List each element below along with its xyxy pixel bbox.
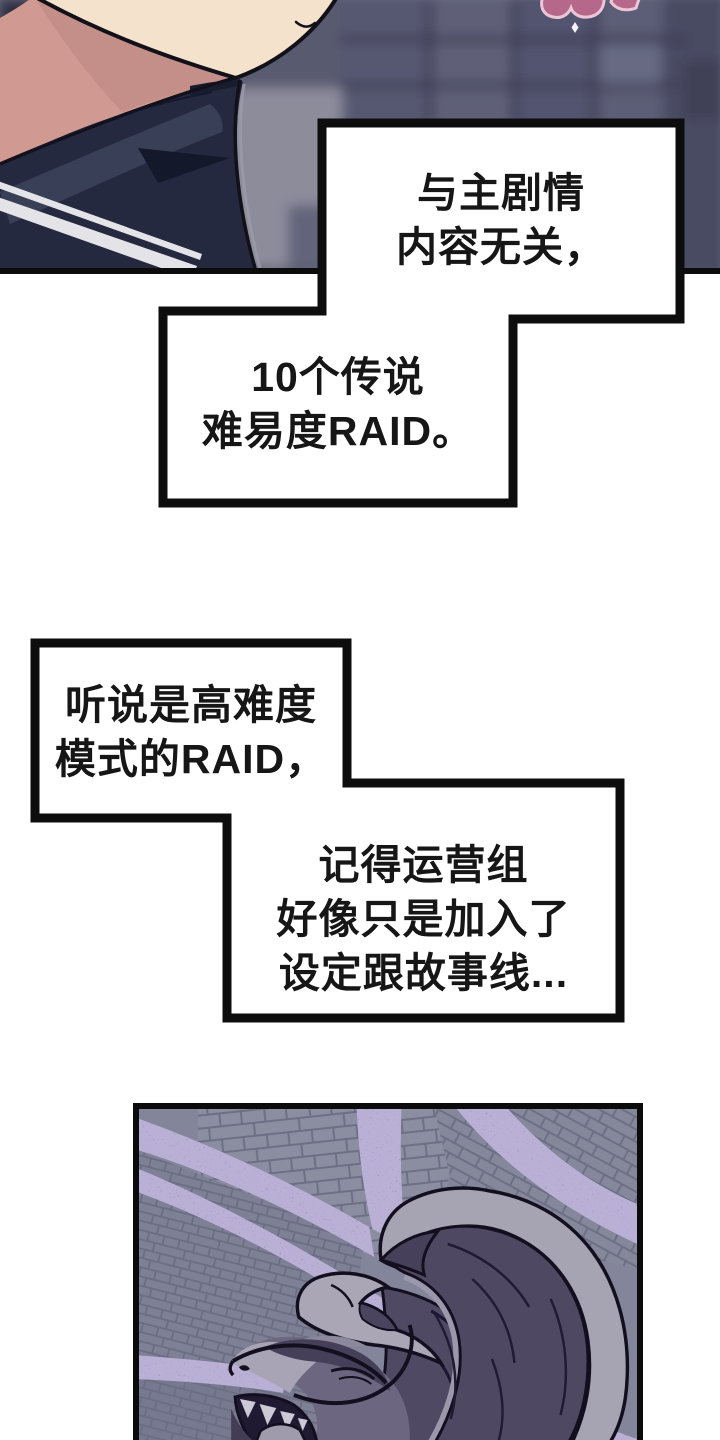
caption-line: 内容无关， <box>396 224 606 270</box>
caption-3: 听说是高难度 模式的RAID， <box>30 678 352 786</box>
caption-line: 难易度RAID。 <box>201 408 475 454</box>
caption-line: 好像只是加入了 <box>276 896 571 942</box>
panel-gargoyle-statue <box>133 1103 643 1440</box>
caption-2: 10个传说 难易度RAID。 <box>158 350 518 458</box>
dungeon-arch-bands <box>139 1109 637 1440</box>
character-jaw <box>36 0 338 81</box>
sparkle-icon <box>571 22 579 33</box>
caption-line: 听说是高难度 <box>65 682 317 728</box>
caption-line: 记得运营组 <box>318 842 529 888</box>
character-neck <box>0 0 236 164</box>
caption-line: 与主剧情 <box>417 170 585 216</box>
caption-line: 10个传说 <box>251 354 425 400</box>
gargoyle-wing <box>378 1186 630 1440</box>
caption-line: 设定跟故事线... <box>278 950 569 996</box>
caption-4: 记得运营组 好像只是加入了 设定跟故事线... <box>222 838 625 1000</box>
caption-1: 与主剧情 内容无关， <box>317 166 685 274</box>
gargoyle-scene-art <box>139 1109 637 1440</box>
pink-sfx-blob <box>540 0 641 19</box>
caption-line: 模式的RAID， <box>54 736 328 782</box>
jacket-stripes <box>0 181 202 268</box>
gargoyle-head <box>228 1271 446 1440</box>
